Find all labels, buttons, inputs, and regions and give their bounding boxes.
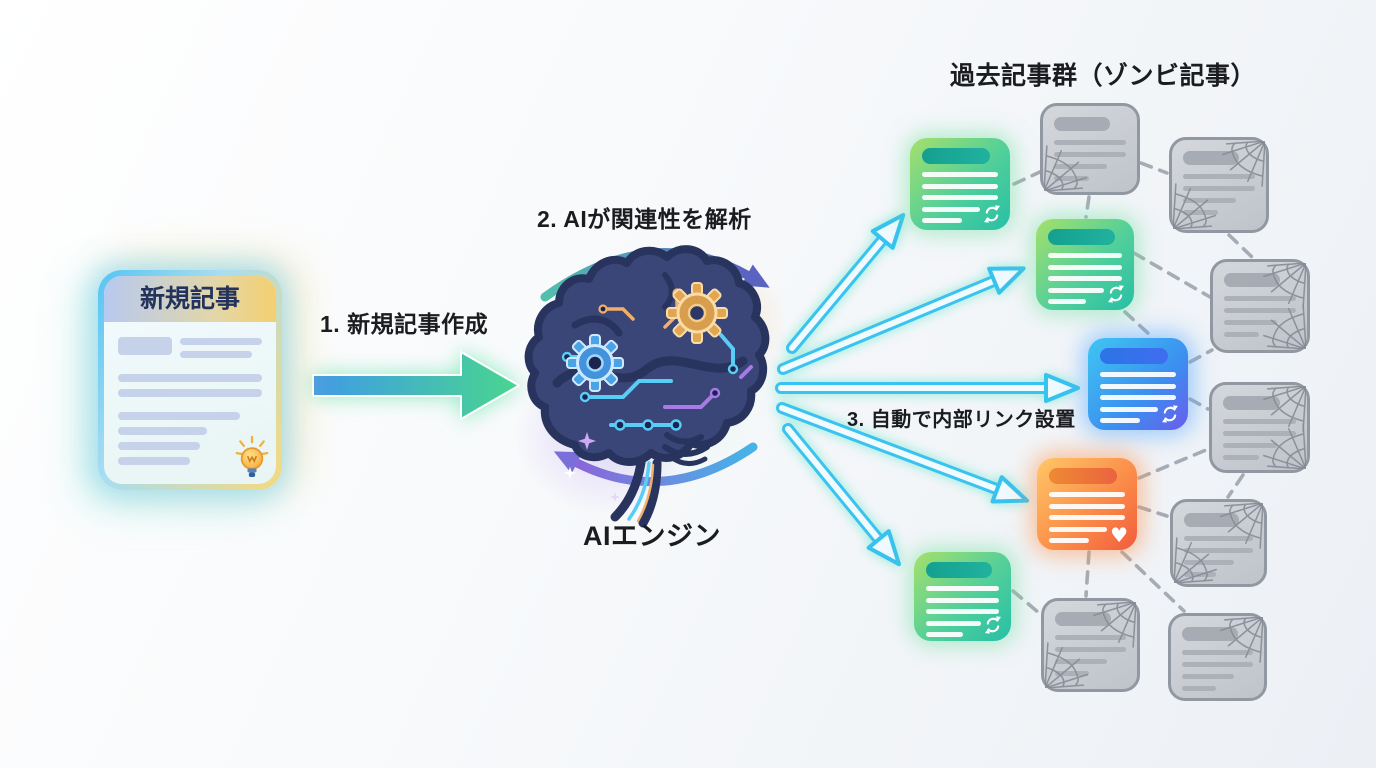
revived-card-blue xyxy=(1088,338,1188,430)
cobweb-icon xyxy=(1173,183,1219,229)
thumbnail-placeholder xyxy=(118,337,172,355)
new-article-card: 新規記事 xyxy=(98,270,282,490)
gear-icon-right xyxy=(666,282,728,344)
lightbulb-icon xyxy=(235,435,269,477)
step3-label: 3. 自動で内部リンク設置 xyxy=(847,409,1076,431)
zombie-card-1 xyxy=(1040,103,1140,195)
revived-card-orange: ♥ xyxy=(1037,458,1137,550)
refresh-icon xyxy=(982,204,1002,224)
cobweb-icon xyxy=(1260,423,1306,469)
revived-card-green-3 xyxy=(914,552,1011,641)
zombie-card-2 xyxy=(1169,137,1269,233)
zombie-card-4 xyxy=(1209,382,1310,473)
zombie-group-title: 過去記事群（ゾンビ記事） xyxy=(950,62,1257,90)
heart-icon: ♥ xyxy=(1110,523,1128,547)
refresh-icon xyxy=(1106,284,1126,304)
cobweb-icon xyxy=(1260,303,1306,349)
cobweb-icon xyxy=(1045,642,1091,688)
zombie-card-7 xyxy=(1168,613,1267,701)
step2-label: 2. AIが関連性を解析 xyxy=(537,206,752,232)
cobweb-icon xyxy=(1217,503,1263,549)
ai-engine-label: AIエンジン xyxy=(583,521,721,551)
flow-arrow xyxy=(312,351,520,420)
new-article-card-title: 新規記事 xyxy=(104,276,276,322)
new-article-card-body xyxy=(104,322,276,484)
cobweb-icon xyxy=(1219,141,1265,187)
gear-icon-left xyxy=(566,334,624,392)
refresh-icon xyxy=(983,615,1003,635)
cobweb-icon xyxy=(1217,617,1263,663)
cobweb-icon xyxy=(1044,145,1090,191)
refresh-icon xyxy=(1160,404,1180,424)
zombie-card-5 xyxy=(1170,499,1267,587)
revived-card-green-2 xyxy=(1036,219,1134,310)
ai-brain-icon xyxy=(515,245,785,528)
cobweb-icon xyxy=(1174,537,1220,583)
zombie-card-3 xyxy=(1210,259,1310,353)
cycle-arrow-bottom xyxy=(553,442,758,487)
revived-card-green-1 xyxy=(910,138,1010,230)
sparkle-icons xyxy=(563,432,620,502)
step1-label: 1. 新規記事作成 xyxy=(320,311,489,337)
cobweb-icon xyxy=(1090,602,1136,648)
zombie-card-6 xyxy=(1041,598,1140,692)
